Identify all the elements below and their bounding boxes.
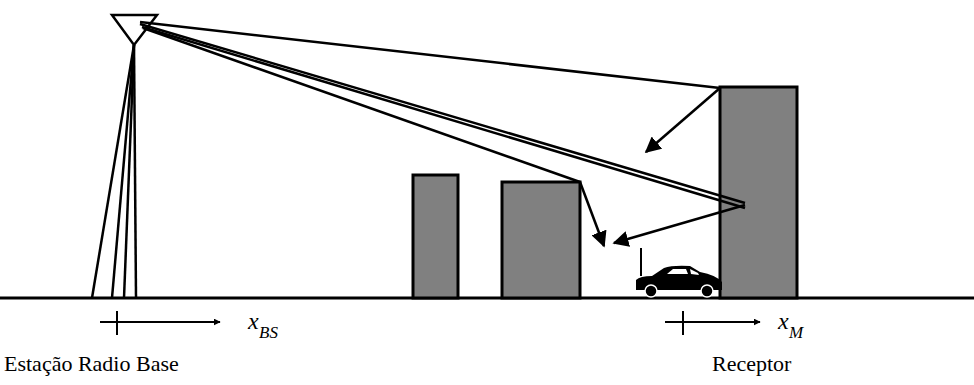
buildings — [413, 87, 797, 298]
ground-line — [0, 297, 974, 300]
position-axes — [100, 311, 760, 335]
station-caption: Estação Radio Base — [4, 353, 179, 375]
receiver-caption: Receptor — [712, 353, 791, 375]
radio-rays — [140, 22, 745, 246]
antenna-tower — [92, 15, 157, 298]
axis-subscript: M — [789, 324, 803, 341]
axis-subscript: BS — [259, 324, 278, 341]
car-receiver — [636, 248, 722, 297]
axis-variable: x — [778, 309, 789, 333]
axis-variable: x — [248, 309, 259, 333]
